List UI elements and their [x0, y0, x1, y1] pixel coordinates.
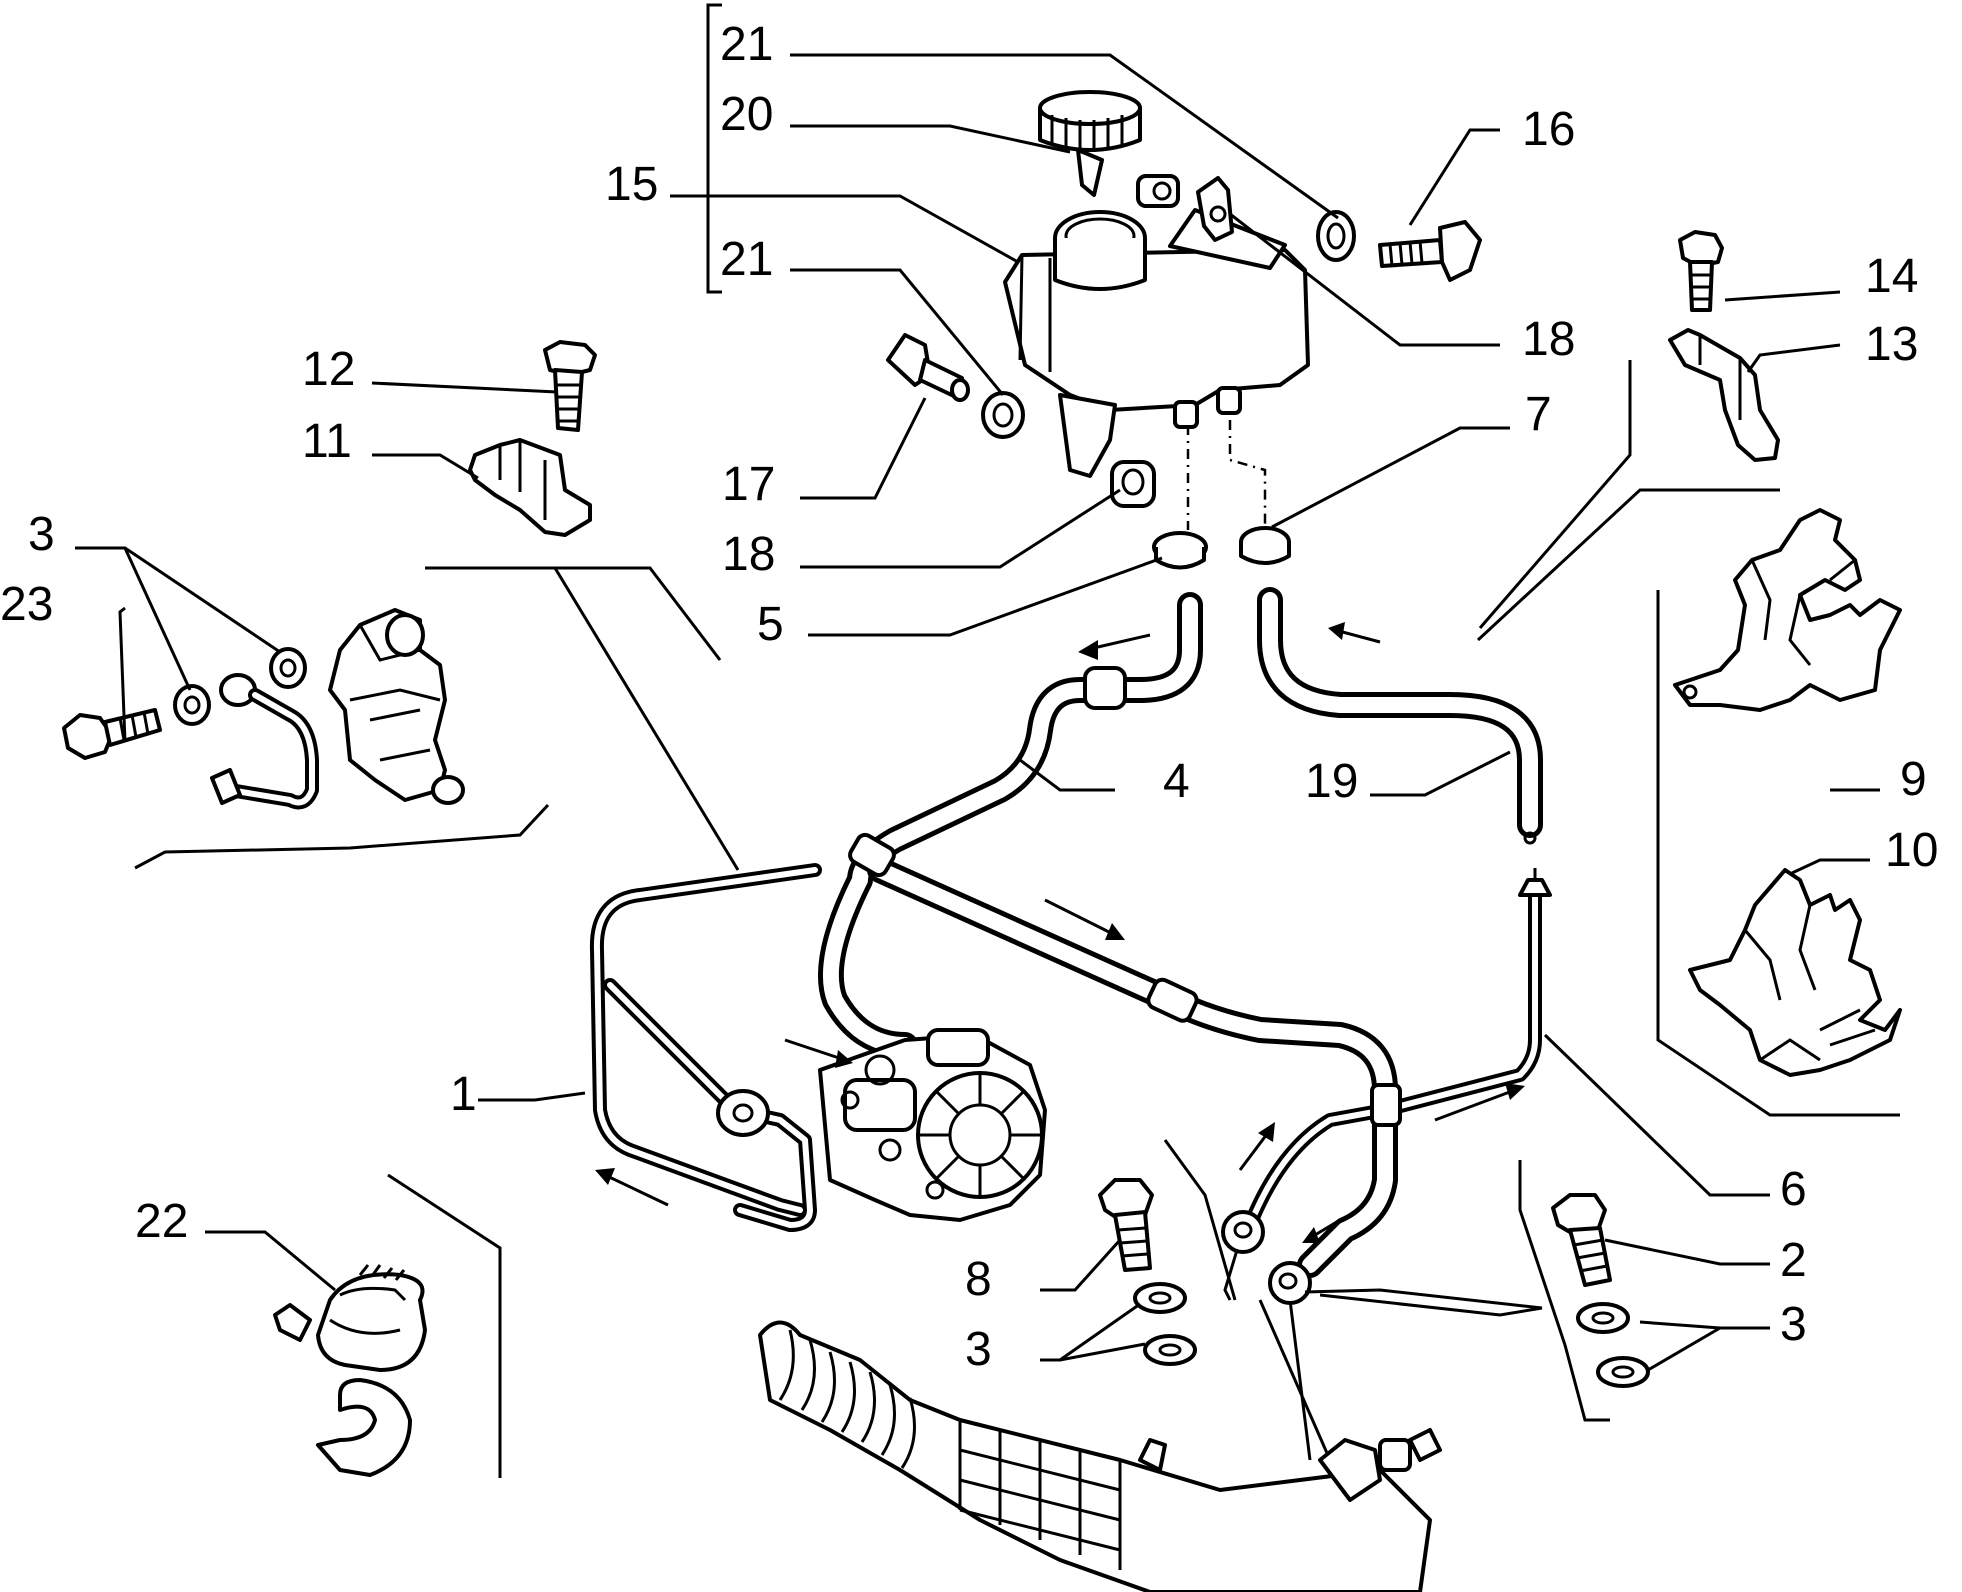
grommet-21-top — [1316, 210, 1356, 262]
banjo-fitting-rack-1 — [1221, 1210, 1265, 1254]
washer-3-right-b — [1596, 1356, 1650, 1388]
nut-18-top — [1136, 174, 1180, 208]
bolt-23 — [62, 708, 162, 760]
washer-3-mid-a — [1133, 1282, 1187, 1314]
hose-sleeves — [848, 666, 1402, 1127]
label-9: 9 — [1900, 753, 1927, 806]
arrow-up-icon — [1238, 1122, 1275, 1171]
washer-3-right-a — [1576, 1302, 1630, 1334]
reservoir-tank — [1003, 176, 1310, 478]
part-labels: 21 20 15 21 16 18 14 13 12 11 17 18 5 7 … — [0, 18, 1938, 1376]
grommet-21-lower — [981, 391, 1025, 439]
power-steering-pump — [818, 1028, 1047, 1222]
steering-rack — [758, 1320, 1442, 1592]
label-11: 11 — [302, 415, 352, 468]
label-8: 8 — [965, 1253, 992, 1306]
label-5: 5 — [757, 598, 784, 651]
arrow-right-icon — [1328, 622, 1381, 644]
pipe-6-tip — [1518, 831, 1552, 897]
label-17: 17 — [722, 458, 775, 511]
label-23: 23 — [0, 578, 53, 631]
label-3-right: 3 — [1780, 1298, 1807, 1351]
label-12: 12 — [302, 343, 355, 396]
label-3-left: 3 — [28, 508, 55, 561]
washer-3-left-b — [269, 647, 307, 689]
washer-3-mid-b — [1143, 1334, 1197, 1366]
reservoir-cap — [1038, 90, 1142, 197]
leader-lines — [75, 53, 1880, 1372]
label-19: 19 — [1305, 755, 1358, 808]
label-21-lower: 21 — [720, 233, 773, 286]
arrow-right-icon — [1044, 898, 1125, 940]
hoses — [589, 587, 1543, 1461]
label-1: 1 — [450, 1068, 477, 1121]
arrow-left-icon — [1078, 633, 1151, 660]
banjo-fitting-left — [716, 1089, 770, 1137]
axis-line-7 — [1228, 420, 1267, 525]
label-13: 13 — [1865, 318, 1918, 371]
hose-clamp-7 — [1239, 526, 1291, 565]
label-15: 15 — [605, 158, 658, 211]
nut-18-lower — [1110, 460, 1156, 508]
label-18-top: 18 — [1522, 313, 1575, 366]
banjo-fitting-rack-2 — [1268, 1261, 1312, 1305]
clip-10 — [1688, 868, 1902, 1077]
arrow-right-icon — [784, 1038, 853, 1068]
hose-clip-22 — [273, 1264, 427, 1477]
label-18-lower: 18 — [722, 528, 775, 581]
bolt-8 — [1098, 1178, 1154, 1272]
bolt-17 — [886, 333, 970, 402]
label-14: 14 — [1865, 250, 1918, 303]
pump-detail-left — [328, 608, 465, 805]
arrow-left-icon — [1302, 1218, 1341, 1243]
banjo-pipe-detail — [210, 673, 319, 810]
label-2: 2 — [1780, 1234, 1807, 1287]
bracket-13 — [1668, 328, 1780, 462]
bolt-2 — [1551, 1193, 1612, 1287]
label-6: 6 — [1780, 1163, 1807, 1216]
label-4: 4 — [1163, 755, 1190, 808]
label-16: 16 — [1522, 103, 1575, 156]
hose-clamp-5 — [1152, 531, 1208, 570]
label-7: 7 — [1525, 388, 1552, 441]
arrow-right-icon — [1434, 1083, 1525, 1122]
label-22: 22 — [135, 1195, 188, 1248]
section-brackets — [134, 3, 1900, 1478]
clip-bracket-9 — [1673, 508, 1902, 712]
bracket-11 — [468, 438, 592, 537]
label-3-mid: 3 — [965, 1323, 992, 1376]
arrow-left-icon — [595, 1168, 669, 1207]
flow-arrows — [595, 622, 1525, 1243]
washer-3-left-a — [173, 684, 211, 726]
bolt-12 — [543, 340, 597, 432]
bolt-16 — [1378, 220, 1482, 282]
label-20: 20 — [720, 88, 773, 141]
label-21-top: 21 — [720, 18, 773, 71]
label-10: 10 — [1885, 824, 1938, 877]
bolt-14 — [1678, 230, 1724, 312]
